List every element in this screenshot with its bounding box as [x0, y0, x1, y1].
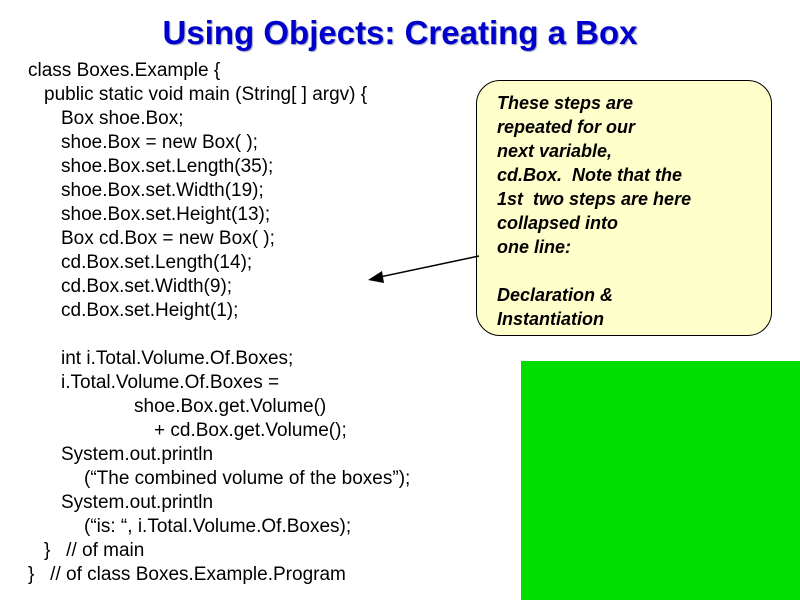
code-line: Box shoe.Box; [61, 108, 184, 129]
code-line: System.out.println [61, 444, 214, 465]
callout-line: next variable, [497, 141, 613, 161]
callout-line: one line: [497, 237, 572, 257]
callout-line: collapsed into [497, 213, 619, 233]
code-line: + cd.Box.get.Volume(); [154, 420, 347, 441]
code-line: shoe.Box.set.Length(35); [61, 156, 274, 177]
code-line: cd.Box.set.Height(1); [61, 300, 239, 321]
callout-line: cd.Box. Note that the [497, 165, 683, 185]
green-block [521, 361, 800, 600]
code-line: i.Total.Volume.Of.Boxes = [61, 372, 280, 393]
callout-box: These steps are repeated for our next va… [476, 80, 772, 336]
code-line: shoe.Box.set.Height(13); [61, 204, 271, 225]
code-line: } // of class Boxes.Example.Program [28, 564, 346, 585]
code-line: Box cd.Box = new Box( ); [61, 228, 275, 249]
slide-title: Using Objects: Creating a Box [162, 14, 638, 51]
callout-line: 1st two steps are here [497, 189, 692, 209]
code-line: cd.Box.set.Length(14); [61, 252, 253, 273]
code-line: System.out.println [61, 492, 214, 513]
arrow-head [368, 271, 384, 283]
code-line: (“is: “, i.Total.Volume.Of.Boxes); [84, 516, 352, 537]
callout-line: Instantiation [497, 309, 604, 329]
code-line: public static void main (String[ ] argv)… [44, 84, 368, 105]
code-line: class Boxes.Example { [28, 60, 221, 81]
callout-line: Declaration & [497, 285, 614, 305]
code-line: (“The combined volume of the boxes”); [84, 468, 411, 489]
code-line: } // of main [44, 540, 145, 561]
code-line: shoe.Box.get.Volume() [134, 396, 327, 417]
code-line: cd.Box.set.Width(9); [61, 276, 233, 297]
callout-line: These steps are [497, 93, 634, 113]
code-line: shoe.Box = new Box( ); [61, 132, 258, 153]
code-line: int i.Total.Volume.Of.Boxes; [61, 348, 294, 369]
code-line: shoe.Box.set.Width(19); [61, 180, 264, 201]
callout-line: repeated for our [497, 117, 636, 137]
arrow-shaft [379, 255, 480, 278]
